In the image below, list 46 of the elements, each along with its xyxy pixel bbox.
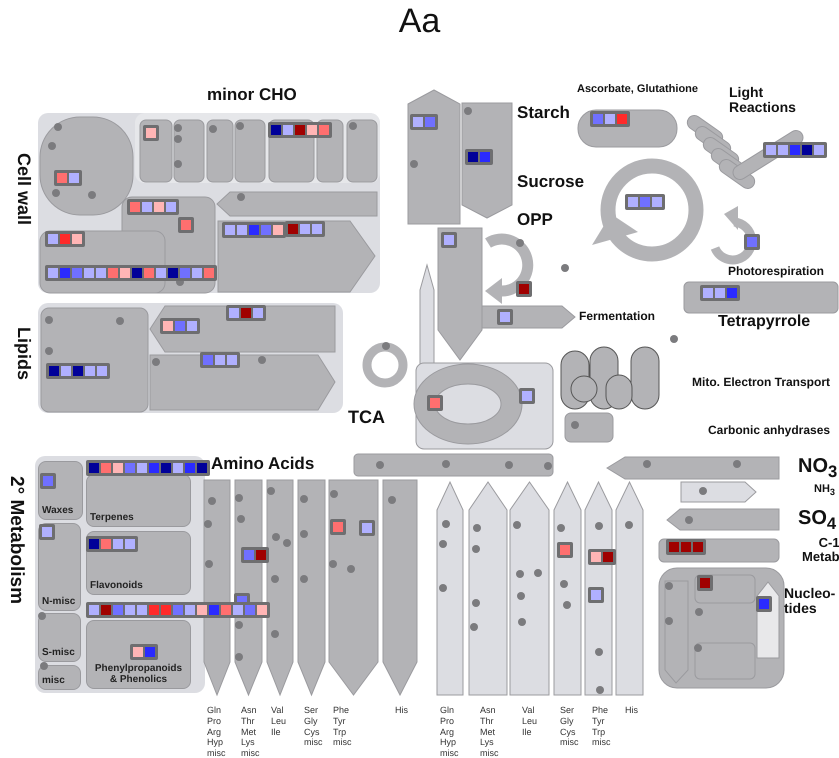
amino-acid-list: Val Leu Ile: [271, 705, 286, 738]
section-heading: Lipids: [14, 327, 33, 380]
section-heading: 2° Metabolism: [6, 476, 26, 604]
category-box: [86, 474, 191, 527]
map-label: Sucrose: [517, 173, 584, 191]
category-box: [86, 620, 191, 689]
map-label: OPP: [517, 211, 553, 229]
map-label: NO$_{3}$: [798, 456, 838, 480]
category-label: Terpenes: [89, 512, 135, 523]
amino-acid-list: Asn Thr Met Lys misc: [241, 705, 260, 758]
map-label: NH$_{3}$: [814, 484, 835, 498]
amino-acid-list: Ser Gly Cys misc: [304, 705, 322, 748]
amino-acid-list: Asn Thr Met Lys misc: [480, 705, 498, 758]
amino-acid-list: Val Leu Ile: [522, 705, 538, 738]
category-box: [38, 613, 81, 662]
map-label: Tetrapyrrole: [718, 314, 810, 331]
map-label: Carbonic anhydrases: [708, 424, 830, 437]
section-heading: Cell wall: [14, 153, 33, 226]
map-label: Photorespiration: [728, 265, 824, 278]
category-box: [38, 523, 81, 611]
section-heading: minor CHO: [207, 86, 297, 104]
category-label: Waxes: [41, 506, 74, 516]
amino-acid-list: Gln Pro Arg Hyp misc: [440, 705, 458, 758]
amino-acid-list: Phe Tyr Trp misc: [333, 705, 352, 748]
amino-acid-list: Gln Pro Arg Hyp misc: [207, 705, 226, 758]
category-label: S-misc: [41, 648, 76, 658]
category-box: [38, 665, 81, 690]
category-label: Phenylpropanoids & Phenolics: [94, 664, 184, 685]
map-label: C-1 Metab: [802, 536, 839, 564]
category-label: N-misc: [41, 596, 76, 607]
amino-acid-list: His: [625, 705, 638, 716]
category-label: Flavonoids: [89, 580, 144, 591]
map-label: TCA: [348, 408, 385, 427]
map-label: Ascorbate, Glutathione: [577, 84, 698, 96]
map-label: Starch: [517, 104, 570, 122]
map-label: Light Reactions: [729, 85, 796, 114]
map-label: Mito. Electron Transport: [692, 376, 830, 389]
diagram-title: Aa: [398, 4, 442, 40]
map-label: Amino Acids: [211, 455, 314, 473]
amino-acid-list: Phe Tyr Trp misc: [592, 705, 610, 748]
category-label: misc: [41, 676, 66, 686]
map-label: SO$_{4}$: [798, 508, 836, 532]
map-label: Fermentation: [579, 310, 656, 323]
amino-acid-list: His: [395, 705, 408, 716]
amino-acid-list: Ser Gly Cys misc: [560, 705, 578, 748]
map-label: Nucleo-tides: [784, 586, 836, 616]
